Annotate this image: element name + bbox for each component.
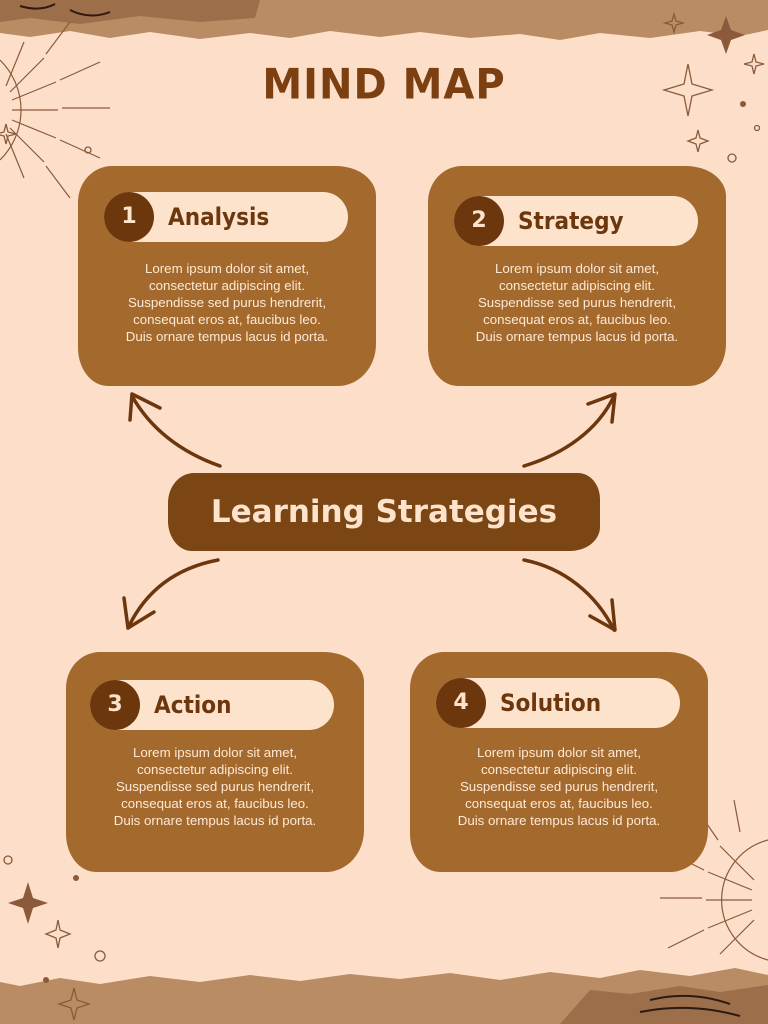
- node-card-strategy: 2 Strategy Lorem ipsum dolor sit amet, c…: [428, 166, 726, 386]
- node-label: Analysis: [168, 203, 270, 231]
- node-number: 4: [436, 678, 486, 728]
- node-label: Strategy: [518, 207, 624, 235]
- node-number: 1: [104, 192, 154, 242]
- node-number: 2: [454, 196, 504, 246]
- node-header: 2 Strategy: [454, 196, 698, 246]
- arrow-to-strategy: [522, 394, 616, 468]
- node-header: 1 Analysis: [104, 192, 348, 242]
- node-description: Lorem ipsum dolor sit amet, consectetur …: [457, 745, 661, 828]
- node-card-action: 3 Action Lorem ipsum dolor sit amet, con…: [66, 652, 364, 872]
- node-description: Lorem ipsum dolor sit amet, consectetur …: [113, 745, 317, 828]
- node-label: Action: [154, 691, 232, 719]
- central-topic: Learning Strategies: [168, 473, 600, 551]
- page-title: MIND MAP: [262, 60, 506, 110]
- sunburst-top-left: [0, 21, 110, 199]
- node-description: Lorem ipsum dolor sit amet, consectetur …: [475, 261, 679, 344]
- sparkles: [8, 16, 746, 983]
- central-topic-label: Learning Strategies: [210, 494, 558, 530]
- node-card-solution: 4 Solution Lorem ipsum dolor sit amet, c…: [410, 652, 708, 872]
- node-header: 3 Action: [90, 680, 334, 730]
- node-card-analysis: 1 Analysis Lorem ipsum dolor sit amet, c…: [78, 166, 376, 386]
- node-number: 3: [90, 680, 140, 730]
- arrow-to-analysis: [130, 394, 222, 468]
- node-header: 4 Solution: [436, 678, 680, 728]
- arrow-to-action: [126, 558, 220, 630]
- node-label: Solution: [500, 689, 602, 717]
- arrow-to-solution: [522, 558, 616, 632]
- node-description: Lorem ipsum dolor sit amet, consectetur …: [125, 261, 329, 344]
